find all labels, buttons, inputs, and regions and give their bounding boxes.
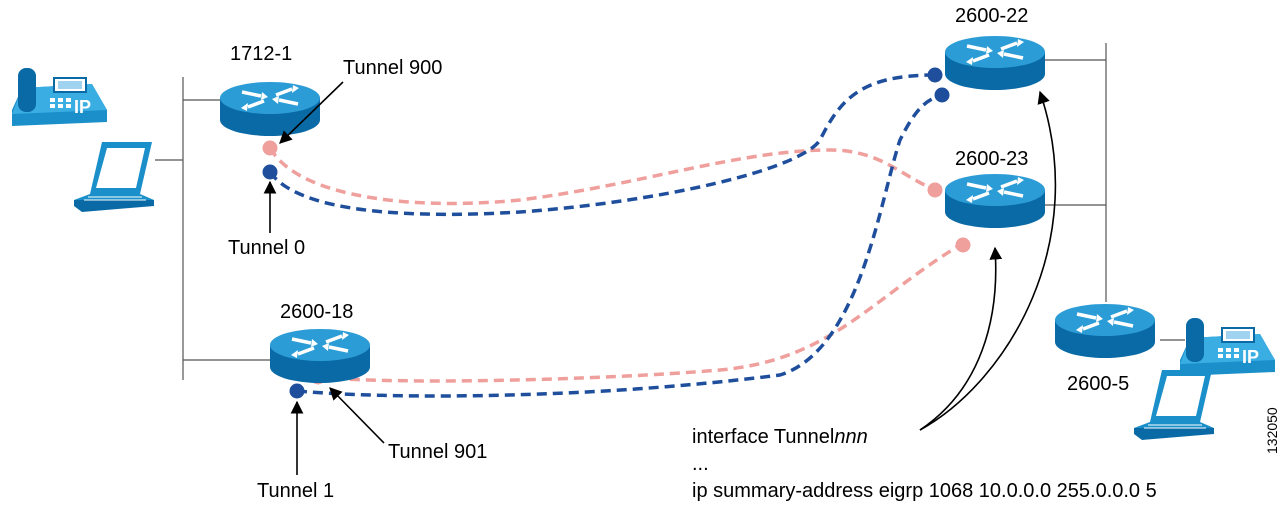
router-label-2600-22: 2600-22 — [955, 5, 1028, 27]
ip-phone-right-icon — [1179, 317, 1276, 377]
tunnel-label-900: Tunnel 900 — [343, 57, 442, 79]
lan-lines — [155, 43, 1185, 380]
config-line-ellipsis: ... — [692, 453, 709, 475]
tunnel-label-901: Tunnel 901 — [388, 441, 487, 463]
figure-id: 132050 — [1264, 407, 1280, 454]
router-2600-18-icon — [268, 327, 372, 385]
router-label-1712-1: 1712-1 — [230, 43, 292, 65]
tunnel-label-0: Tunnel 0 — [228, 237, 305, 259]
router-label-2600-18: 2600-18 — [280, 301, 353, 323]
router-label-2600-5: 2600-5 — [1067, 373, 1129, 395]
tunnel-paths — [268, 73, 961, 398]
config-line-summary: ip summary-address eigrp 1068 10.0.0.0 2… — [692, 480, 1157, 502]
router-1712-1-icon — [218, 80, 322, 138]
router-2600-23-icon — [943, 172, 1047, 230]
tunnel-label-1: Tunnel 1 — [257, 480, 334, 502]
laptop-right-icon — [1133, 369, 1215, 441]
ip-phone-left-icon — [11, 67, 108, 127]
annotation-arrows — [263, 81, 1057, 475]
router-label-2600-23: 2600-23 — [955, 148, 1028, 170]
router-2600-22-icon — [943, 34, 1047, 92]
router-2600-5-icon — [1053, 302, 1157, 360]
config-line-interface: interface Tunnelnnn — [692, 426, 868, 448]
laptop-left-icon — [73, 141, 155, 213]
